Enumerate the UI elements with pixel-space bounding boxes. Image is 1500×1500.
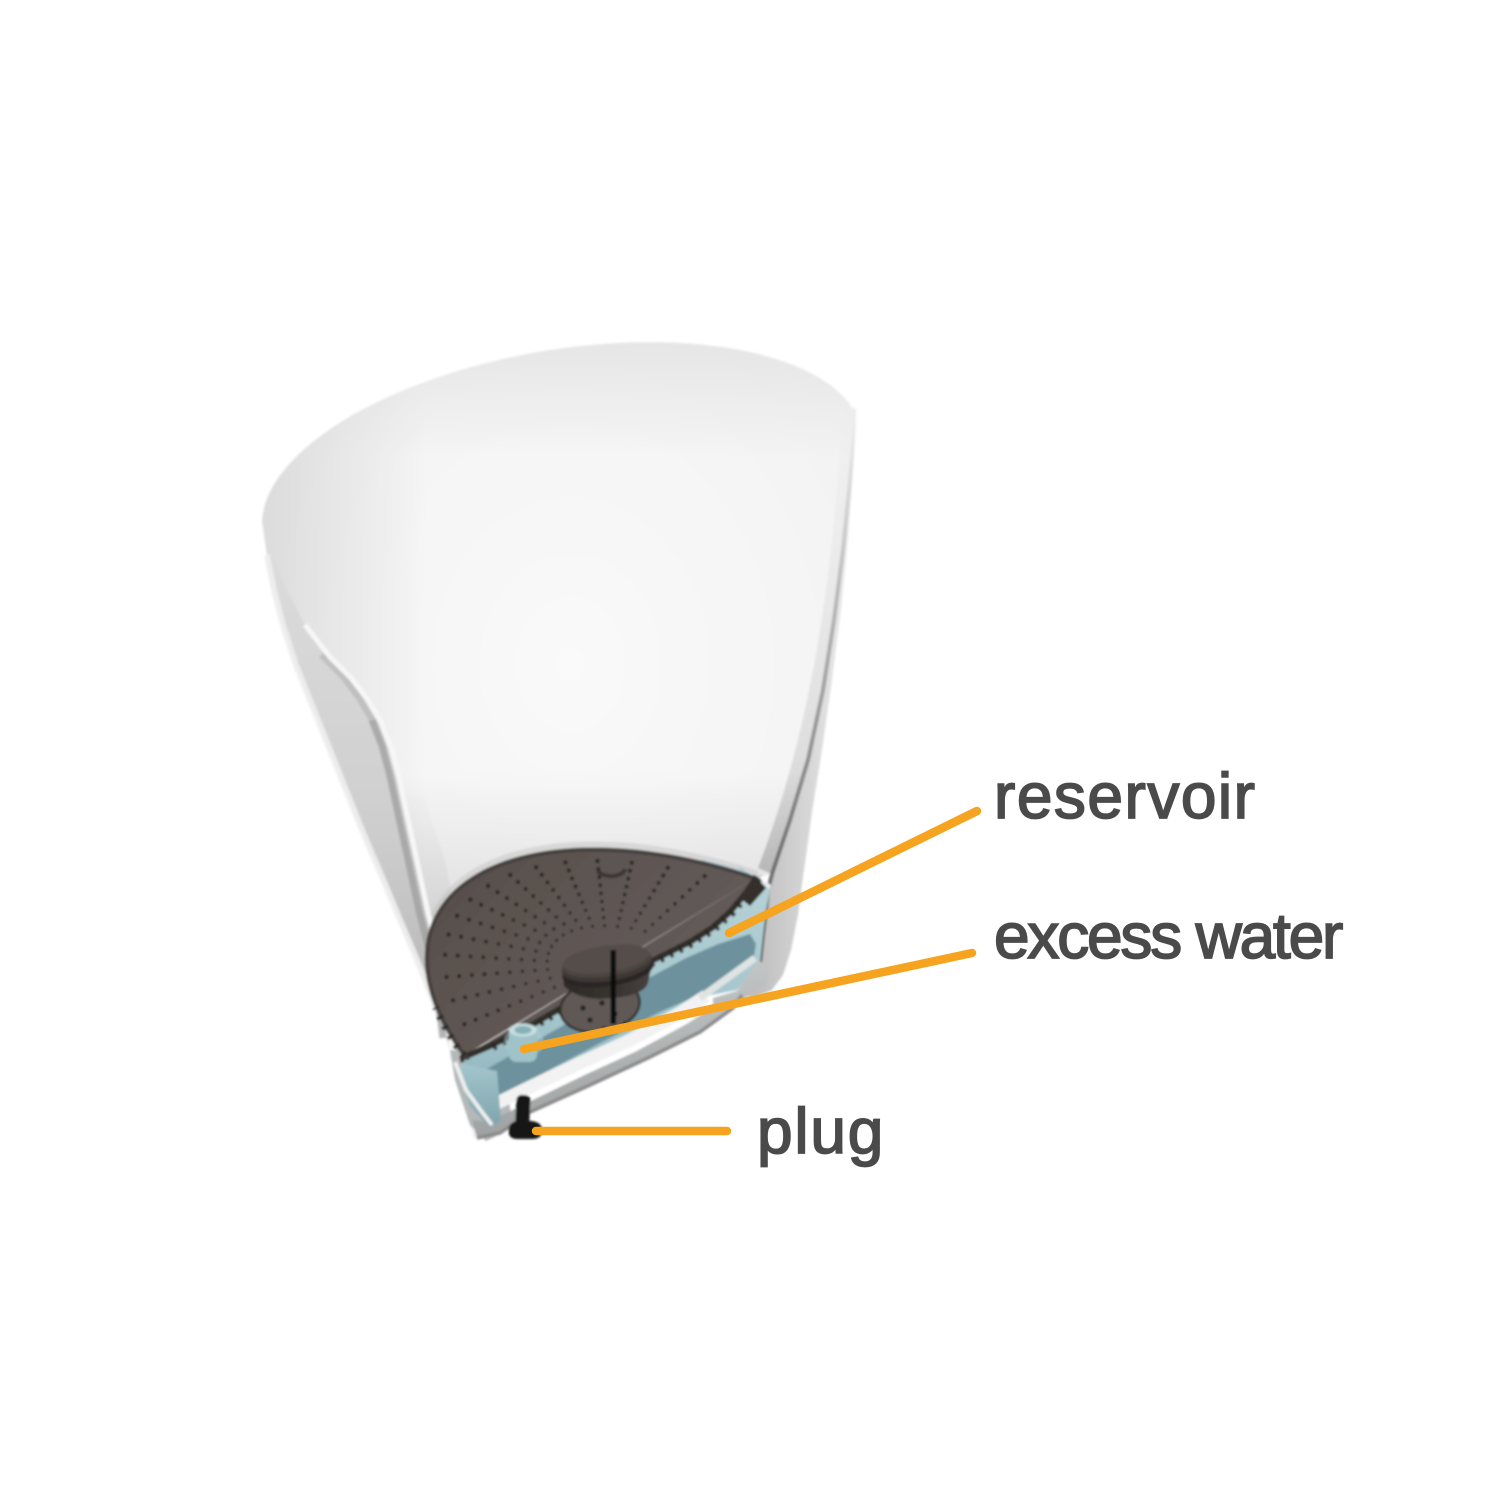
svg-text:plug: plug <box>757 1095 885 1167</box>
svg-text:excess water: excess water <box>994 900 1343 972</box>
svg-text:reservoir: reservoir <box>994 760 1256 832</box>
